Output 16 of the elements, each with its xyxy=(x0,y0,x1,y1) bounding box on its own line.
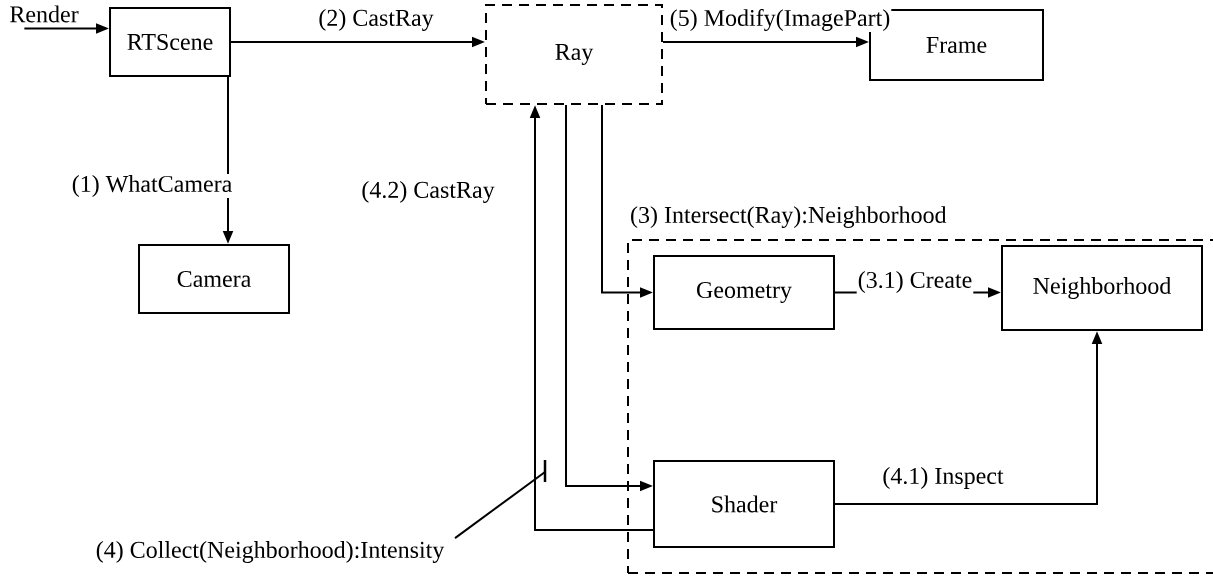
region-heading: (3) Intersect(Ray):Neighborhood xyxy=(631,206,947,228)
process-box: Neighborhood xyxy=(1001,245,1203,331)
edge-label: (3.1) Create xyxy=(856,270,974,294)
edge-label: (4.2) CastRay xyxy=(360,180,496,204)
process-box: RTScene xyxy=(109,7,231,77)
leader-line xyxy=(454,460,547,540)
process-box: Shader xyxy=(653,460,835,548)
callout-text: (4) Collect(Neighborhood):Intensity xyxy=(96,541,445,563)
input-label: Render xyxy=(10,5,79,23)
process-box: Geometry xyxy=(653,255,835,330)
dashed-box: Ray xyxy=(485,4,663,105)
process-box: Camera xyxy=(138,244,290,314)
edge-label: (1) WhatCamera xyxy=(70,174,234,198)
edge-label: (2) CastRay xyxy=(317,8,435,32)
edge-label: (5) Modify(ImagePart) xyxy=(668,7,892,33)
edge-label: (4.1) Inspect xyxy=(881,466,1005,490)
